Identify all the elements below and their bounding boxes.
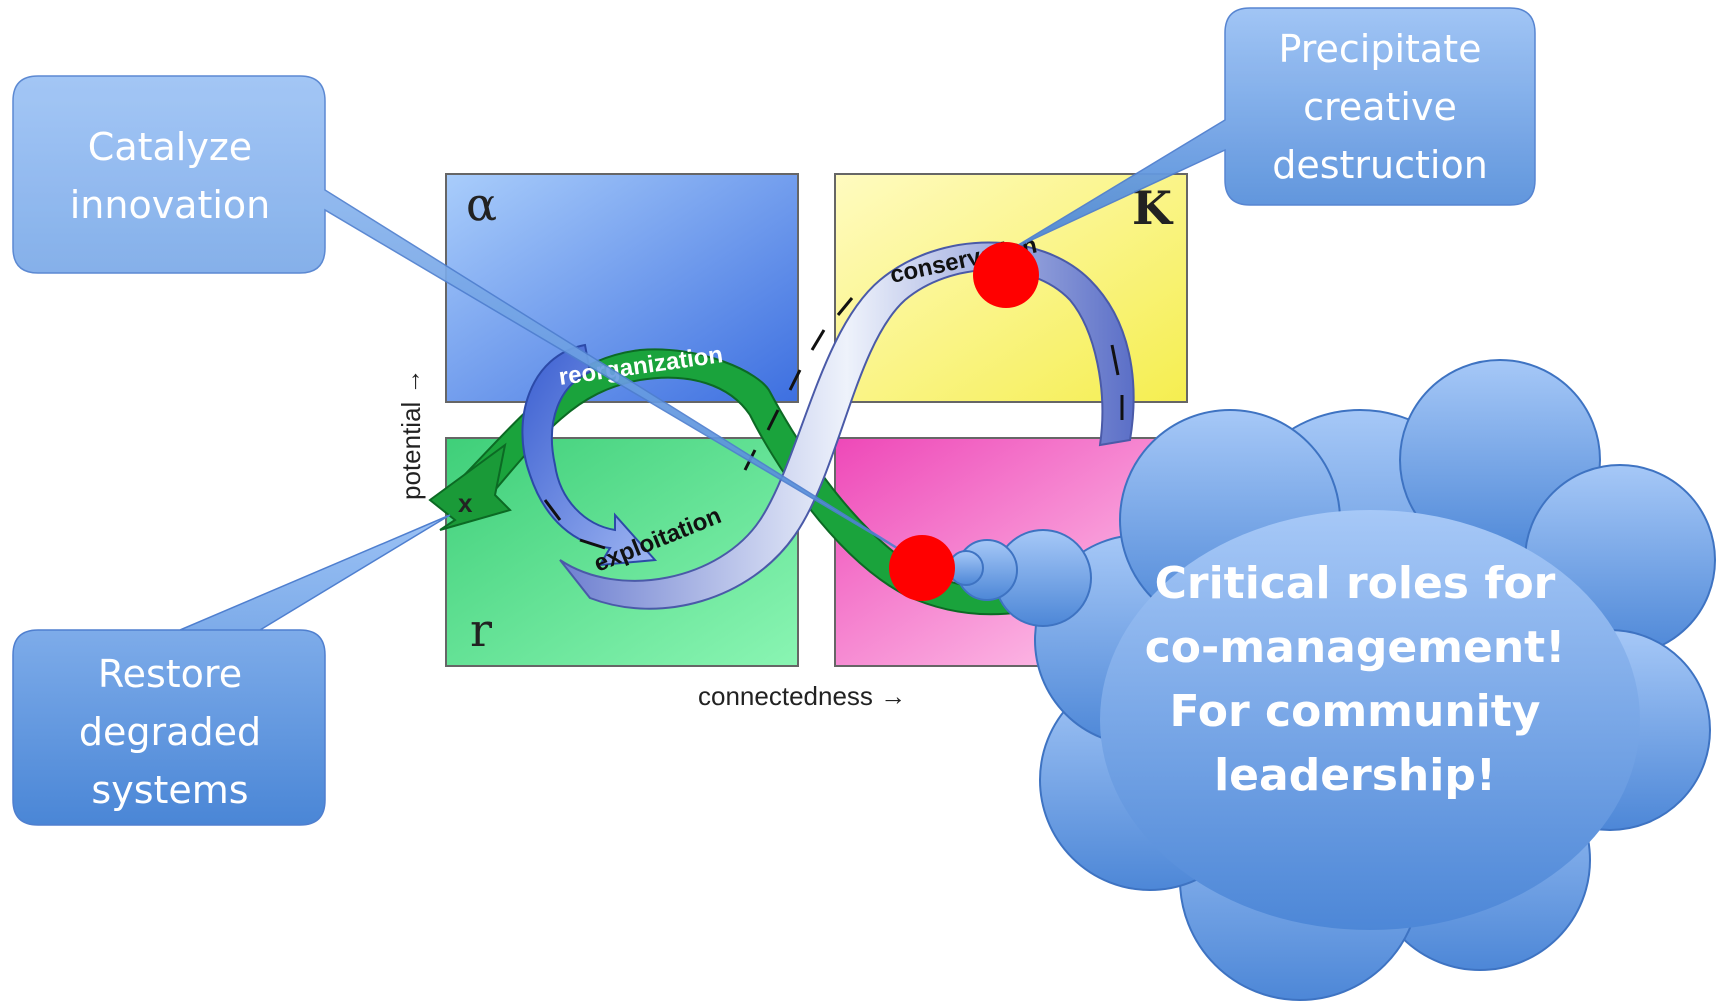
cloud-text: Critical roles for co-management! For co… [1110, 552, 1600, 808]
x-marker: x [458, 488, 473, 518]
thought-cloud [948, 359, 1716, 1001]
catalyze-callout-shape [12, 75, 926, 566]
quadrant-r-label: r [470, 603, 492, 657]
exploitation-conservation-band [559, 241, 1135, 610]
escape-arrow [428, 442, 512, 531]
restore-callout-shape [12, 514, 451, 826]
marker-conservation [973, 242, 1039, 308]
x-axis-label: connectedness → [698, 681, 906, 711]
marker-release [889, 535, 955, 601]
reorganization-curl [521, 343, 658, 567]
precipitate-callout-text: Precipitate creative destruction [1272, 27, 1488, 187]
restore-callout-text: Restore degraded systems [78, 652, 262, 812]
flow-arrows [543, 297, 1124, 550]
cloud-line-4: leadership! [1214, 750, 1496, 801]
precipitate-callout-shape [1009, 7, 1536, 251]
y-axis-label: potential → [396, 368, 426, 500]
catalyze-callout-text: Catalyze innovation [69, 125, 271, 227]
quadrant-alpha-label: α [466, 177, 497, 231]
cloud-line-1: Critical roles for [1154, 558, 1556, 609]
cloud-line-2: co-management! [1144, 622, 1566, 673]
cloud-line-3: For community [1169, 686, 1541, 737]
